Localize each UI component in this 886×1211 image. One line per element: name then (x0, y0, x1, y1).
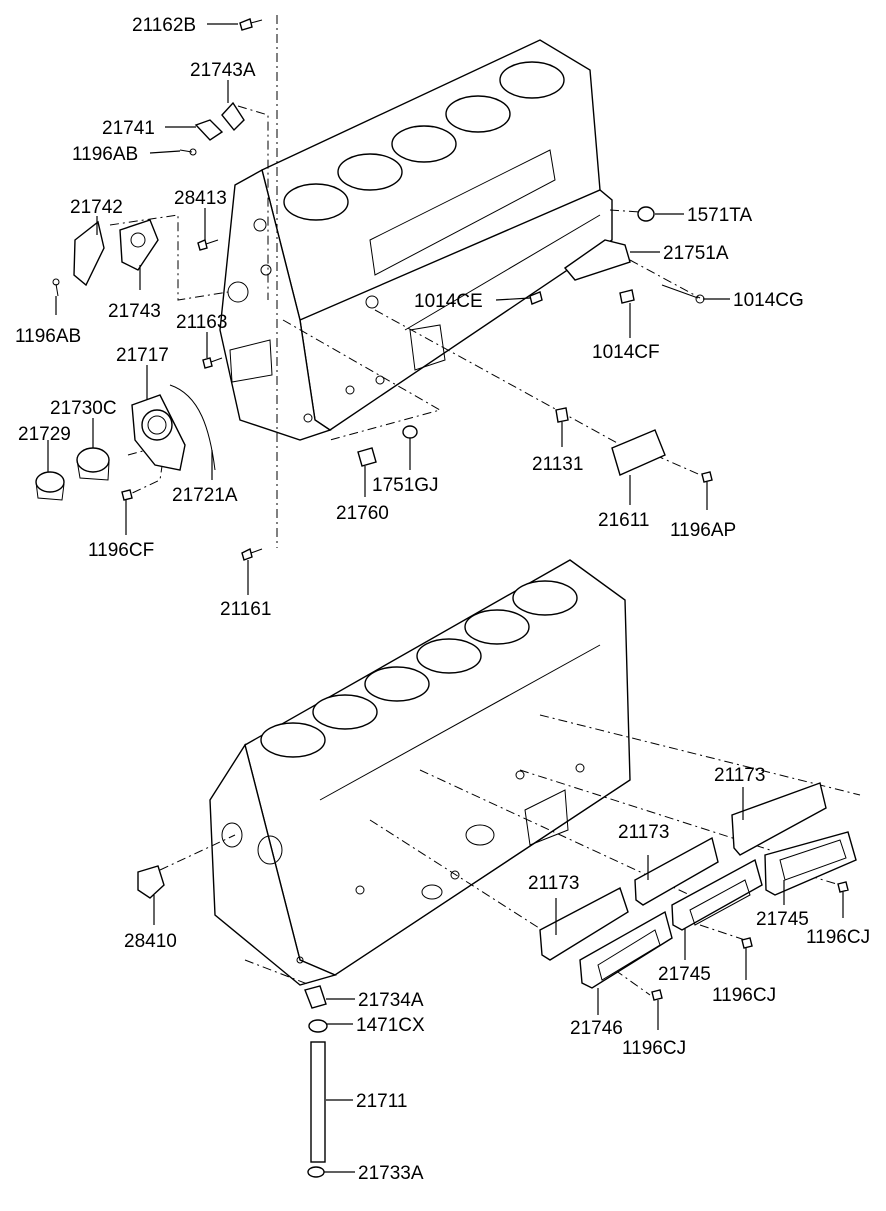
label-1471CX: 1471CX (356, 1015, 425, 1036)
label-1196AP: 1196AP (670, 520, 736, 541)
lower-cylinder-block (209, 559, 631, 986)
side-covers-gaskets (539, 782, 857, 1001)
label-1014CF: 1014CF (592, 342, 660, 363)
label-21742: 21742 (70, 197, 123, 218)
label-21173-right: 21173 (714, 765, 765, 786)
label-21173-middle: 21173 (618, 822, 669, 843)
label-1196CJ-right: 1196CJ (806, 927, 870, 948)
small-parts (35, 18, 713, 1178)
label-1751GJ: 1751GJ (372, 475, 439, 496)
label-28410: 28410 (124, 931, 177, 952)
label-21163: 21163 (176, 312, 227, 333)
label-1196AB-upper: 1196AB (72, 144, 138, 165)
label-1196AB-lower: 1196AB (15, 326, 81, 347)
label-21717: 21717 (116, 345, 169, 366)
label-21745-middle: 21745 (658, 964, 711, 985)
label-21741: 21741 (102, 118, 155, 139)
upper-cylinder-block (219, 39, 613, 441)
label-21161: 21161 (220, 599, 271, 620)
label-21743: 21743 (108, 301, 161, 322)
label-21721A: 21721A (172, 485, 238, 506)
label-1196CJ-middle: 1196CJ (712, 985, 776, 1006)
label-1196CF: 1196CF (88, 540, 154, 561)
label-21611: 21611 (598, 510, 649, 531)
label-21729: 21729 (18, 424, 71, 445)
label-21734A: 21734A (358, 990, 424, 1011)
label-21745-right: 21745 (756, 909, 809, 930)
label-21131: 21131 (532, 454, 583, 475)
label-28413: 28413 (174, 188, 227, 209)
label-21733A: 21733A (358, 1163, 424, 1184)
label-21760: 21760 (336, 503, 389, 524)
label-1196CJ-left: 1196CJ (622, 1038, 686, 1059)
part-labels: 21162B 21743A 21741 1196AB 21742 28413 2… (15, 15, 870, 1184)
label-21162B: 21162B (132, 15, 196, 36)
label-21730C: 21730C (50, 398, 117, 419)
label-21746: 21746 (570, 1018, 623, 1039)
label-21711: 21711 (356, 1091, 407, 1112)
label-21173-left: 21173 (528, 873, 579, 894)
label-21751A: 21751A (663, 243, 729, 264)
label-21743A: 21743A (190, 60, 256, 81)
label-1014CE: 1014CE (414, 291, 483, 312)
leader-lines (47, 23, 844, 1173)
label-1571TA: 1571TA (687, 205, 752, 226)
label-1014CG: 1014CG (733, 290, 804, 311)
